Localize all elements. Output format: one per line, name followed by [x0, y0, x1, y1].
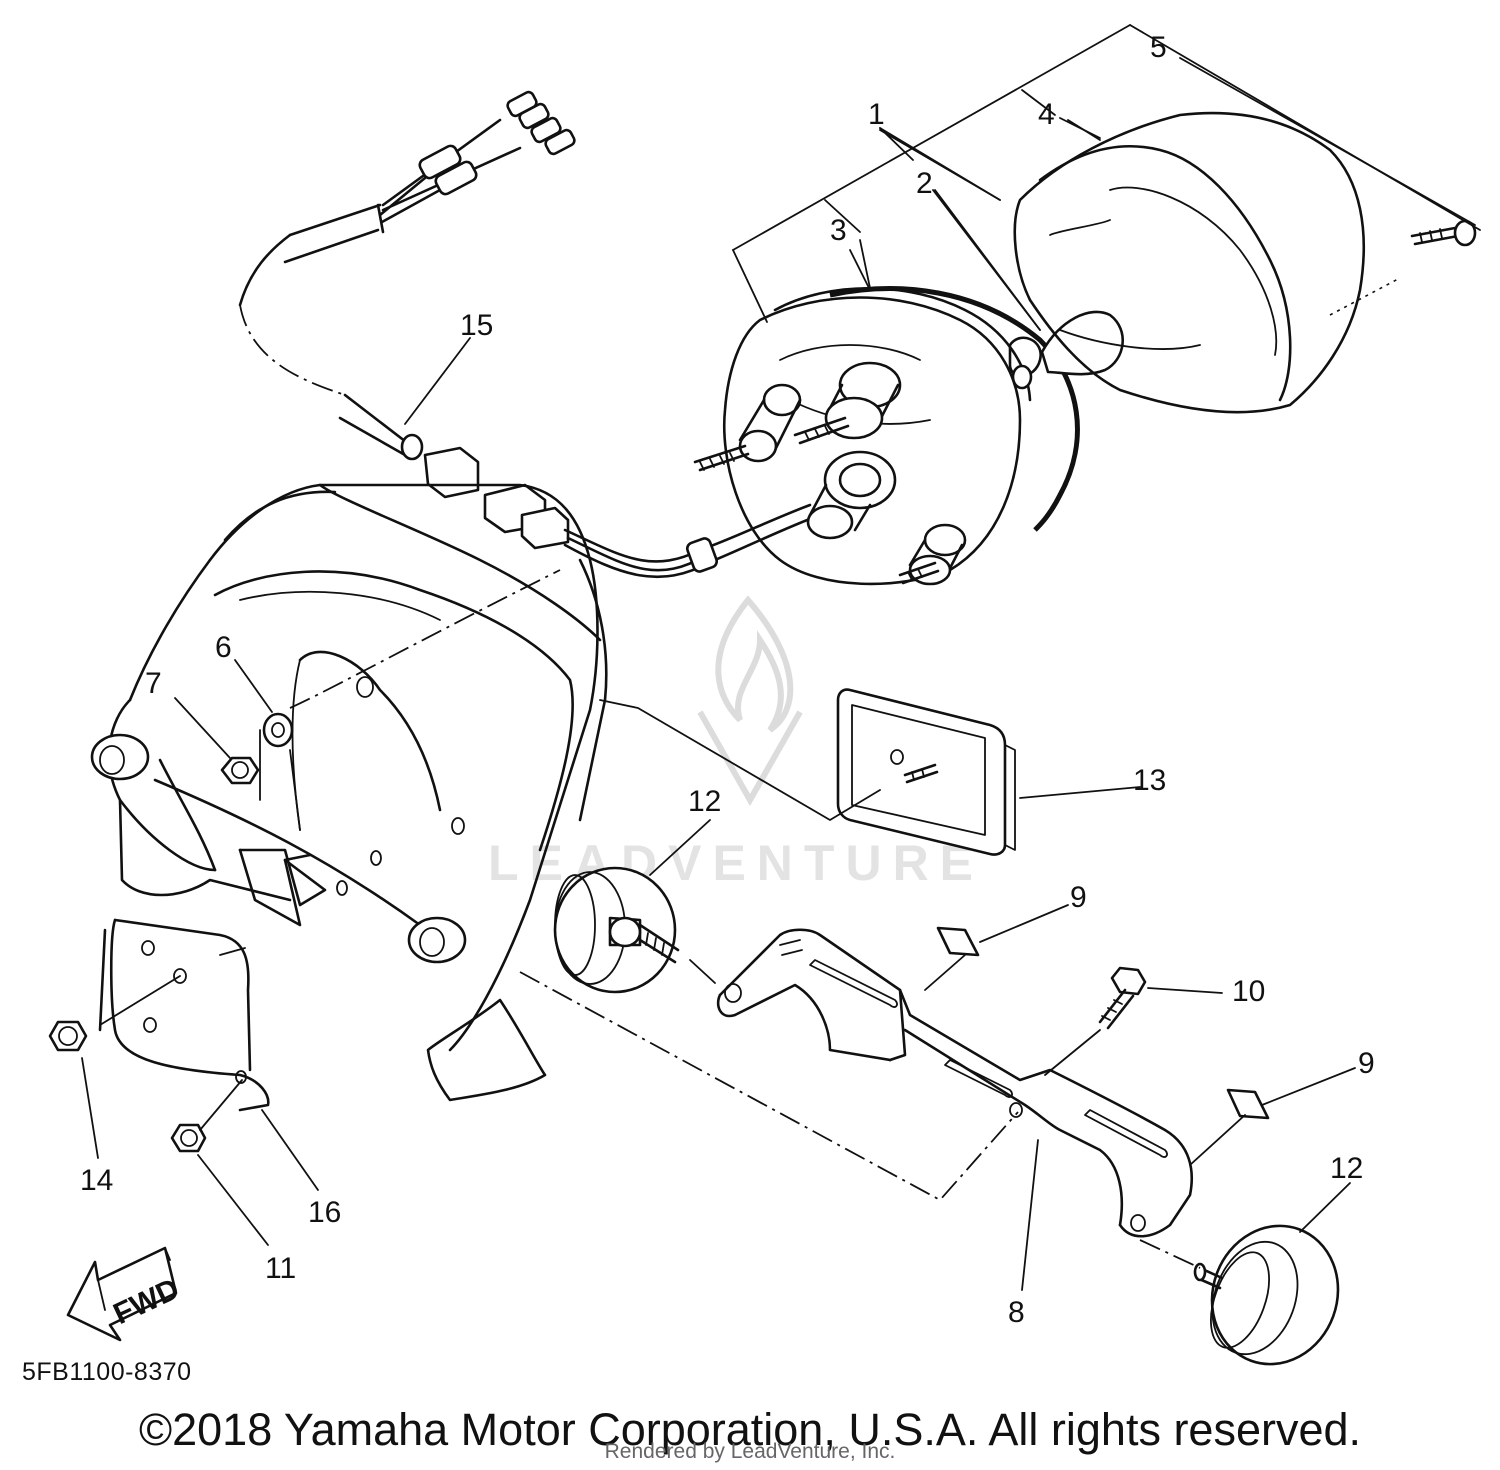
- bulb: [1040, 310, 1125, 376]
- rendered-by-credit: Rendered by LeadVenture, Inc.: [604, 1440, 896, 1463]
- callout-13: 13: [1133, 764, 1166, 797]
- copyright-notice: ©2018 Yamaha Motor Corporation, U.S.A. A…: [138, 1404, 1362, 1455]
- license-bracket: [98, 918, 270, 1112]
- diagram-code: 5FB1100-8370: [22, 1358, 192, 1386]
- side-bracket: [519, 928, 1194, 1238]
- callout-16: 16: [308, 1196, 341, 1229]
- leadventure-flame-logo: [697, 595, 803, 807]
- assembly-leader-lines: [732, 24, 1481, 331]
- callout-9-lower: 9: [1358, 1047, 1375, 1080]
- callout-numbers: 5 4 1 2 3 15 6 7 13 12 9 10 9 12 8 14 16…: [80, 31, 1375, 1329]
- callout-leaders: [81, 57, 1476, 1291]
- tail-lamp-base: [693, 286, 1080, 586]
- rear-fender-housing: [90, 483, 608, 1102]
- fwd-label: FWD: [108, 1272, 184, 1331]
- callout-2: 2: [916, 167, 933, 200]
- tail-lamp-lens: [1013, 111, 1366, 414]
- callout-10: 10: [1232, 975, 1265, 1008]
- callout-3: 3: [830, 214, 847, 247]
- callout-4: 4: [1038, 98, 1055, 131]
- callout-6: 6: [215, 631, 232, 664]
- reflector-left: [553, 866, 680, 994]
- callout-5: 5: [1150, 31, 1167, 64]
- rubber-pads: [924, 926, 1270, 1166]
- callout-14: 14: [80, 1164, 113, 1197]
- bracket-nuts: [48, 1020, 243, 1153]
- callout-9-upper: 9: [1070, 881, 1087, 914]
- callout-12-left: 12: [688, 785, 721, 818]
- leadventure-watermark-text: LEADVENTURE: [488, 835, 985, 891]
- callout-8: 8: [1008, 1296, 1025, 1329]
- lens-screw: [1329, 219, 1477, 316]
- callout-15: 15: [460, 309, 493, 342]
- reflector-right: [1139, 1224, 1340, 1366]
- callout-12-right: 12: [1330, 1152, 1363, 1185]
- mounting-bolt: [1044, 966, 1147, 1076]
- callout-1: 1: [868, 98, 885, 131]
- forward-direction-arrow: FWD: [66, 1246, 184, 1342]
- wire-harness: [238, 90, 822, 579]
- callout-11: 11: [265, 1252, 296, 1285]
- washer-and-nut: [220, 712, 294, 785]
- license-lamp: [599, 688, 1016, 856]
- callout-7: 7: [145, 667, 162, 700]
